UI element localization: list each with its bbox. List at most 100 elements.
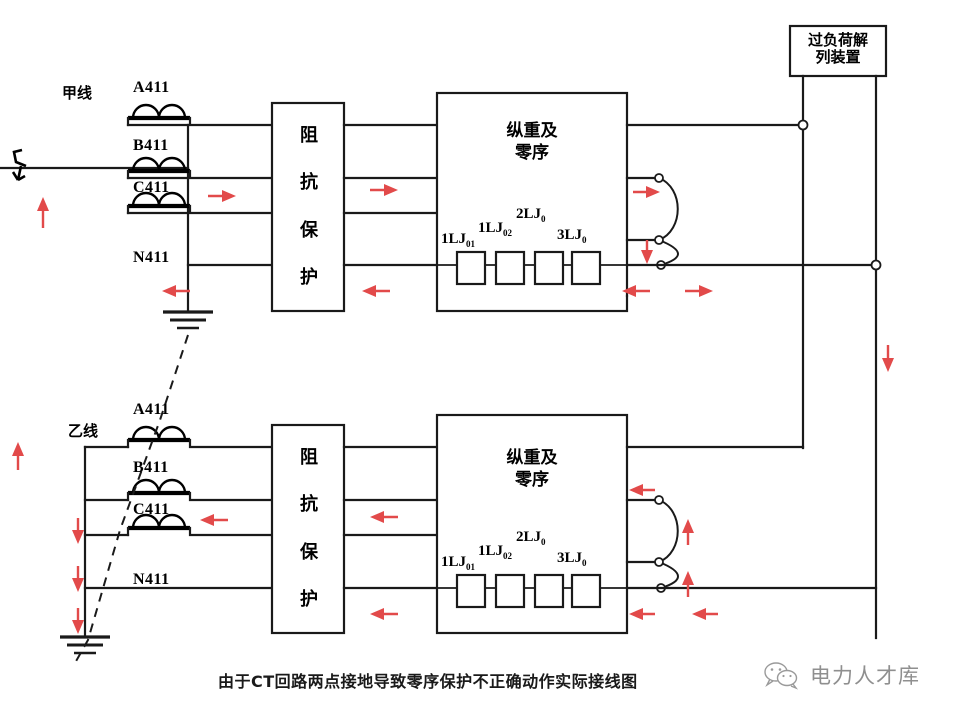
upper-phase-wires-left: [126, 123, 274, 267]
arrow-up-jumper-lower-2: [682, 571, 694, 597]
arrow-left-midbottom-lower: [370, 608, 398, 620]
arrow-left-c411-lower: [200, 514, 228, 526]
upper-relay-coil-chain: [437, 250, 627, 286]
diagram-caption: 由于CT回路两点接地导致零序保护不正确动作实际接线图: [218, 672, 638, 691]
upper-relay-box-title: 纵重及 零序: [437, 123, 627, 162]
coil-sub-4: 0: [582, 235, 587, 245]
coil-sub-3: 0: [541, 214, 546, 224]
lower-mid-wires: [342, 445, 439, 590]
upper-phase-label-n411: N411: [133, 249, 170, 266]
lower-line-label: 乙线: [68, 422, 99, 440]
arrow-right-output-upper: [685, 285, 713, 297]
junction-node-upper-top: [797, 119, 809, 131]
junction-node-upper-bottom: [870, 259, 882, 271]
arrow-up-ground-path: [12, 442, 24, 470]
coil-sub-1-lower: 01: [466, 562, 476, 572]
coil-main-1-lower: 1LJ: [441, 554, 467, 570]
upper-phase-label-a411: A411: [133, 79, 170, 96]
coil-main-2-lower: 1LJ: [478, 543, 504, 559]
arrow-left-output-upper: [622, 285, 650, 297]
upper-output-jumpers: [625, 123, 878, 298]
ct-symbol-c411-lower: [126, 513, 274, 537]
overload-trip-device-box: [788, 24, 888, 78]
lower-relay-title-line1: 纵重及: [506, 448, 558, 468]
arrow-left-jumper-lower: [629, 484, 655, 496]
coil-sub-2: 02: [503, 228, 513, 238]
upper-relay-title-line2: 零序: [515, 143, 549, 163]
relay-coil-2lj0-lower: [533, 573, 565, 609]
arrow-up-left-upper: [37, 197, 49, 228]
arrow-left-midbottom-upper: [362, 285, 390, 297]
arrow-right-jumper-upper: [633, 186, 660, 198]
watermark: 电力人才库: [762, 660, 920, 690]
lower-impedance-box-label: 阻 抗 保 护: [288, 434, 330, 624]
lower-relay-coil-chain: [437, 573, 627, 609]
relay-coil-3lj0-lower: [570, 573, 602, 609]
upper-mid-wires: [342, 123, 439, 267]
lower-coil-label-1lj02: 1LJ02: [478, 544, 512, 561]
lower-relay-title-line2: 零序: [515, 470, 549, 490]
upper-coil-label-1lj02: 1LJ02: [478, 221, 512, 238]
upper-coil-label-1lj01: 1LJ01: [441, 232, 475, 249]
arrow-down-jumper-upper: [641, 240, 653, 264]
arrow-left-n411-upper: [162, 285, 190, 297]
impedance-char-4: 护: [300, 267, 318, 289]
impedance-char-2: 抗: [300, 172, 318, 194]
arrow-right-c411-upper: [208, 190, 236, 202]
impedance-char-2-lower: 抗: [300, 494, 318, 516]
arrow-right-mid-upper: [370, 184, 398, 196]
coil-sub-4-lower: 0: [582, 558, 587, 568]
upper-relay-title-line1: 纵重及: [506, 121, 558, 141]
lower-coil-label-3lj0: 3LJ0: [557, 551, 587, 568]
relay-coil-2lj0-upper: [533, 250, 565, 286]
current-flow-arrows: [12, 184, 894, 634]
overload-device-label-line1: 过负荷解: [807, 31, 868, 49]
arrow-down-left-lower-2: [72, 566, 84, 592]
ct-symbol-b411-lower: [126, 478, 274, 502]
lower-coil-label-2lj0: 2LJ0: [516, 530, 546, 547]
coil-sub-1: 01: [466, 239, 476, 249]
coil-main-3-lower: 2LJ: [516, 529, 542, 545]
relay-coil-1lj02-upper: [494, 250, 526, 286]
arrow-down-right-bus: [882, 345, 894, 372]
coil-main-3: 2LJ: [516, 206, 542, 222]
lower-relay-box-title: 纵重及 零序: [437, 450, 627, 489]
arrow-left-mid-lower: [370, 511, 398, 523]
impedance-char-3-lower: 保: [300, 541, 318, 563]
upper-ground-symbol: [163, 310, 213, 330]
impedance-char-1-lower: 阻: [300, 446, 318, 468]
upper-impedance-protection-box: [270, 101, 346, 313]
upper-phase-label-c411: C411: [133, 179, 170, 196]
arrow-up-jumper-lower-1: [682, 519, 694, 545]
coil-main-1: 1LJ: [441, 231, 467, 247]
lower-impedance-protection-box: [270, 423, 346, 635]
coil-sub-2-lower: 02: [503, 551, 513, 561]
lower-coil-label-1lj01: 1LJ01: [441, 555, 475, 572]
wechat-icon: [764, 662, 799, 690]
lower-phase-wires-left: [83, 445, 274, 590]
relay-coil-3lj0-upper: [570, 250, 602, 286]
fault-arrow-icon: [11, 148, 27, 182]
lower-phase-label-a411: A411: [133, 401, 170, 418]
impedance-char-3: 保: [300, 219, 318, 241]
ct-symbol-a411-lower: [126, 425, 274, 449]
arrow-left-output-lower-1: [629, 608, 655, 620]
watermark-text: 电力人才库: [810, 664, 920, 688]
relay-coil-1lj01-upper: [455, 250, 487, 286]
upper-line-label: 甲线: [62, 84, 93, 102]
coil-sub-3-lower: 0: [541, 537, 546, 547]
lower-phase-label-c411: C411: [133, 501, 170, 518]
arrow-down-left-lower-1: [72, 518, 84, 544]
upper-coil-label-2lj0: 2LJ0: [516, 207, 546, 224]
relay-coil-1lj01-lower: [455, 573, 487, 609]
ct-symbol-c411-upper: [126, 191, 274, 215]
coil-main-2: 1LJ: [478, 220, 504, 236]
upper-impedance-box-label: 阻 抗 保 护: [288, 112, 330, 302]
lower-output-jumpers: [625, 445, 878, 593]
upper-phase-label-b411: B411: [133, 137, 169, 154]
impedance-char-1: 阻: [300, 124, 318, 146]
right-bus-outer: [870, 74, 882, 640]
arrow-left-output-lower-2: [692, 608, 718, 620]
arrow-down-left-lower-3: [72, 608, 84, 634]
